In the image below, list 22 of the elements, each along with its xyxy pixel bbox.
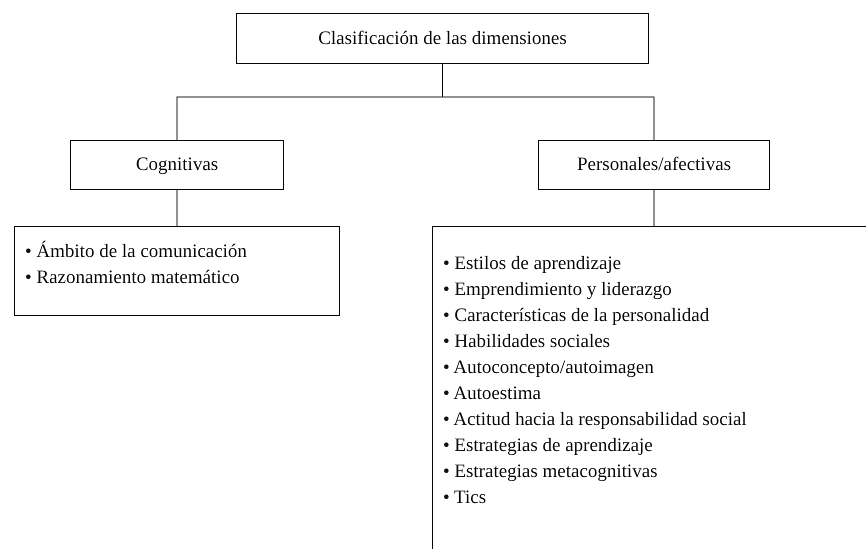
list-item: • Emprendimiento y liderazgo	[443, 278, 672, 302]
list-box	[432, 226, 866, 549]
box-label: Personales/afectivas	[576, 153, 732, 177]
list-item: • Características de la personalidad	[443, 304, 710, 328]
connector-line	[176, 190, 178, 226]
list-item: • Habilidades sociales	[443, 330, 610, 354]
list-box	[14, 226, 340, 316]
list-item: • Autoconcepto/autoimagen	[443, 356, 654, 380]
list-item: • Estrategias metacognitivas	[443, 460, 658, 484]
list-item: • Estrategias de aprendizaje	[443, 434, 653, 458]
connector-line	[442, 64, 654, 140]
list-item: • Ámbito de la comunicación	[25, 240, 247, 264]
list-item: • Razonamiento matemático	[25, 266, 240, 290]
box-label: Cognitivas	[136, 153, 218, 177]
list-item: • Tics	[443, 486, 486, 510]
category-box	[70, 140, 284, 190]
list-item: • Estilos de aprendizaje	[443, 252, 622, 276]
category-box	[236, 13, 649, 64]
list-item: • Autoestima	[443, 382, 541, 406]
box-label: Clasificación de las dimensiones	[318, 26, 567, 50]
category-box	[538, 140, 770, 190]
list-item: • Actitud hacia la responsabilidad social	[443, 408, 747, 432]
